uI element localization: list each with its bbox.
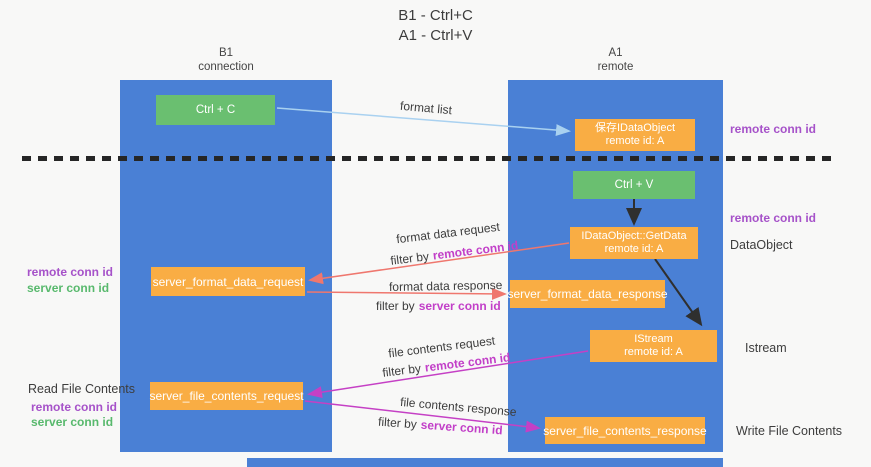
annotation-write-file-contents: Write File Contents	[736, 424, 843, 438]
server-format-data-response-label: server_format_data_response	[507, 287, 668, 301]
annotation-read-file-contents: Read File Contents	[28, 382, 136, 396]
dashed-separator	[22, 156, 838, 161]
title-line-2: A1 - Ctrl+V	[398, 27, 473, 44]
node-save-dataobject: 保存IDataObject remote id: A	[575, 119, 695, 151]
annotation-left-server-conn-bottom: server conn id	[31, 415, 114, 429]
annotation-istream: Istream	[745, 341, 787, 355]
filter-prefix: filter by	[376, 299, 415, 313]
lane-left-role: connection	[198, 61, 254, 73]
title-line-1: B1 - Ctrl+C	[398, 7, 473, 24]
server-file-contents-request-label: server_file_contents_request	[149, 389, 304, 403]
filter-key-server-conn-id: server conn id	[420, 417, 504, 438]
label-format-list: format list	[399, 98, 453, 118]
page-title: B1 - Ctrl+C A1 - Ctrl+V	[0, 6, 871, 46]
lane-header-right: A1 remote	[508, 46, 723, 74]
istream-line2: remote id: A	[624, 346, 683, 358]
label-format-data-response: format data response	[388, 278, 503, 294]
filter-key-remote-conn-id: remote conn id	[431, 238, 520, 263]
lane-header-left: B1 connection	[120, 46, 332, 74]
annotation-left-server-conn-top: server conn id	[27, 281, 110, 295]
server-format-data-request-label: server_format_data_request	[152, 274, 304, 289]
lane-right-name: A1	[608, 47, 623, 59]
node-server-file-contents-request: server_file_contents_request	[149, 382, 304, 410]
save-dataobject-line2: remote id: A	[605, 135, 665, 147]
node-ctrl-v: Ctrl + V	[573, 171, 695, 199]
node-ctrl-c: Ctrl + C	[156, 95, 275, 125]
annotation-dataobject: DataObject	[730, 238, 793, 252]
node-server-file-contents-response: server_file_contents_response	[543, 417, 707, 444]
node-server-format-data-request: server_format_data_request	[151, 267, 305, 296]
node-istream: IStream remote id: A	[590, 330, 717, 362]
lane-right-role: remote	[597, 61, 634, 73]
filter-key-server-conn-id: server conn id	[418, 299, 501, 313]
filter-prefix: filter by	[377, 414, 418, 432]
annotation-remote-conn-id-top: remote conn id	[730, 122, 817, 136]
node-getdata: IDataObject::GetData remote id: A	[570, 227, 698, 259]
lane-left-name: B1	[218, 47, 234, 59]
label-file-contents-response: file contents response	[399, 394, 518, 420]
lane-bottom-partial	[247, 458, 723, 467]
filter-prefix: filter by	[381, 361, 422, 380]
istream-line1: IStream	[634, 333, 673, 345]
getdata-line2: remote id: A	[604, 243, 664, 255]
annotation-left-remote-conn-top: remote conn id	[27, 265, 114, 279]
getdata-line1: IDataObject::GetData	[581, 230, 687, 242]
filter-prefix: filter by	[389, 249, 430, 268]
ctrl-c-label: Ctrl + C	[195, 104, 236, 116]
server-file-contents-response-label: server_file_contents_response	[543, 423, 707, 438]
save-dataobject-line1: 保存IDataObject	[594, 122, 676, 134]
annotation-left-remote-conn-bottom: remote conn id	[31, 400, 118, 414]
annotation-remote-conn-id-mid: remote conn id	[730, 211, 817, 225]
node-server-format-data-response: server_format_data_response	[507, 280, 668, 308]
ctrl-v-label: Ctrl + V	[614, 179, 654, 191]
